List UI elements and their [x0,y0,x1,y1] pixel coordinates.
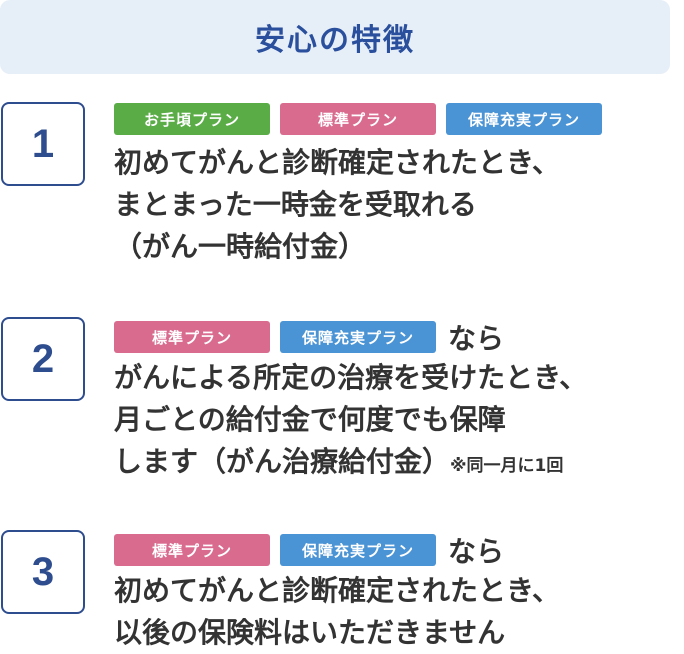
badge-affordable-plan: お手頃プラン [114,103,270,135]
feature-description-1: 初めてがんと診断確定されたとき、 まとまった一時金を受取れる （がん一時給付金） [114,142,560,268]
description-line: がんによる所定の治療を受けたとき、 [114,361,588,394]
feature-header: 安心の特徴 [0,0,670,74]
badge-enhanced-plan: 保障充実プラン [446,103,602,135]
badge-enhanced-plan: 保障充実プラン [280,321,436,353]
header-title: 安心の特徴 [255,23,415,58]
description-line: まとまった一時金を受取れる [114,188,477,221]
feature-number-3: 3 [1,530,85,614]
feature-description-2: がんによる所定の治療を受けたとき、 月ごとの給付金で何度でも保障 します（がん治… [114,357,587,487]
footnote: ※同一月に1回 [450,456,564,476]
description-line: します（がん治療給付金） [114,445,451,478]
description-line: 月ごとの給付金で何度でも保障 [114,403,506,436]
badge-standard-plan: 標準プラン [114,321,270,353]
description-line: 初めてがんと診断確定されたとき、 [114,146,561,179]
feature-description-3: 初めてがんと診断確定されたとき、 以後の保険料はいただきません [114,570,560,654]
badge-suffix: なら [448,322,505,355]
feature-number-1: 1 [1,102,85,186]
description-line: 以後の保険料はいただきません [114,616,506,649]
description-line: （がん一時給付金） [114,230,367,263]
description-line-with-note: します（がん治療給付金）※同一月に1回 [114,441,587,487]
description-line: 初めてがんと診断確定されたとき、 [114,574,561,607]
feature-number-2: 2 [1,317,85,401]
plan-badges-1: お手頃プラン 標準プラン 保障充実プラン [114,103,612,135]
badge-standard-plan: 標準プラン [280,103,436,135]
plan-badges-3: 標準プラン 保障充実プラン なら [114,530,504,570]
plan-badges-2: 標準プラン 保障充実プラン なら [114,317,504,357]
badge-standard-plan: 標準プラン [114,534,270,566]
badge-suffix: なら [448,535,505,568]
badge-enhanced-plan: 保障充実プラン [280,534,436,566]
